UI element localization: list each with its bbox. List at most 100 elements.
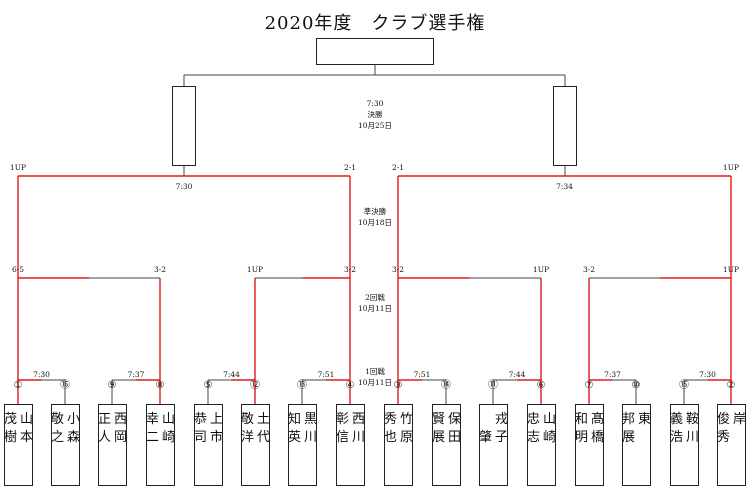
name-char: 川 bbox=[304, 430, 318, 445]
name-char: 鞍 bbox=[686, 412, 700, 427]
player-given: 秀也 bbox=[384, 411, 397, 485]
semi-date: 10月18日 bbox=[357, 218, 393, 227]
player-box: 土代敬洋 bbox=[241, 404, 270, 486]
player-given: 正人 bbox=[98, 411, 111, 485]
r2-score: 3-2 bbox=[343, 265, 357, 274]
player-box: 山本茂樹 bbox=[4, 404, 33, 486]
r1-match-time: 7:51 bbox=[413, 370, 431, 379]
final-time: 7:30 bbox=[366, 99, 384, 108]
player-box: 保田賢展 bbox=[432, 404, 461, 486]
name-char: 黒 bbox=[304, 412, 318, 427]
second-date: 10月11日 bbox=[357, 304, 393, 313]
sf-match-time: 7:30 bbox=[175, 182, 193, 191]
name-char: 上 bbox=[210, 412, 224, 427]
name-char: 竹 bbox=[400, 412, 414, 427]
r2-score: 1UP bbox=[246, 265, 264, 274]
name-char: 展 bbox=[621, 430, 635, 445]
name-char: 敬 bbox=[50, 412, 64, 427]
r1-match-time: 7:37 bbox=[127, 370, 145, 379]
seed-number: ① bbox=[13, 380, 23, 391]
name-char: 橋 bbox=[591, 430, 605, 445]
seed-number: ⑨ bbox=[107, 380, 117, 391]
seed-number: ⑬ bbox=[297, 380, 307, 391]
seed-number: ⑥ bbox=[536, 380, 546, 391]
seed-number: ⑧ bbox=[155, 380, 165, 391]
player-given: 敬洋 bbox=[241, 411, 254, 485]
r2-score: 3-2 bbox=[153, 265, 167, 274]
player-given: 知英 bbox=[288, 411, 301, 485]
player-surname: 黒川 bbox=[304, 411, 317, 485]
player-surname: 山崎 bbox=[543, 411, 556, 485]
name-char: 邦 bbox=[621, 412, 635, 427]
semi-info: 準決勝 10月18日 bbox=[358, 206, 392, 228]
name-char: 西 bbox=[352, 412, 366, 427]
final-round-name: 決勝 bbox=[367, 110, 383, 119]
player-surname: 鞍川 bbox=[686, 411, 699, 485]
name-char: 秀 bbox=[716, 430, 730, 445]
player-given: 邦展 bbox=[622, 411, 635, 485]
r1-match-time: 7:44 bbox=[508, 370, 526, 379]
player-box: 戎子肇 bbox=[479, 404, 508, 486]
seed-number: ⑯ bbox=[60, 380, 70, 391]
name-char: 本 bbox=[20, 430, 34, 445]
name-char: 之 bbox=[50, 430, 64, 445]
player-box: 上市恭司 bbox=[194, 404, 223, 486]
name-char: 茂 bbox=[3, 412, 17, 427]
seed-number: ⑮ bbox=[679, 380, 689, 391]
r2-score: 1UP bbox=[532, 265, 550, 274]
player-box: 小森敬之 bbox=[51, 404, 80, 486]
player-surname: 保田 bbox=[448, 411, 461, 485]
name-char: 市 bbox=[210, 430, 224, 445]
name-char: 原 bbox=[400, 430, 414, 445]
seed-number: ⑦ bbox=[584, 380, 594, 391]
name-char: 戎 bbox=[495, 412, 509, 427]
name-char: 賢 bbox=[431, 412, 445, 427]
player-surname: 東 bbox=[638, 411, 651, 485]
r2-score: 1UP bbox=[722, 265, 740, 274]
name-char: 展 bbox=[431, 430, 445, 445]
name-char: 恭 bbox=[193, 412, 207, 427]
name-char: 忠 bbox=[526, 412, 540, 427]
seed-number: ⑩ bbox=[631, 380, 641, 391]
player-box: 西岡正人 bbox=[98, 404, 127, 486]
seed-number: ⑭ bbox=[441, 380, 451, 391]
sf-score: 2-1 bbox=[343, 163, 357, 172]
name-char: 志 bbox=[526, 430, 540, 445]
player-given: 和明 bbox=[575, 411, 588, 485]
player-box: 黒川知英 bbox=[288, 404, 317, 486]
name-char: 浩 bbox=[669, 430, 683, 445]
champion-box bbox=[316, 38, 434, 65]
name-char: 岡 bbox=[114, 430, 128, 445]
sf-score: 1UP bbox=[722, 163, 740, 172]
finalist-right-box bbox=[553, 86, 577, 166]
name-char: 東 bbox=[638, 412, 652, 427]
sf-score: 1UP bbox=[9, 163, 27, 172]
player-given: 茂樹 bbox=[4, 411, 17, 485]
name-char: 義 bbox=[669, 412, 683, 427]
name-char: 山 bbox=[162, 412, 176, 427]
name-char: 也 bbox=[383, 430, 397, 445]
seed-number: ⑫ bbox=[250, 380, 260, 391]
name-char: 崎 bbox=[162, 430, 176, 445]
name-char: 土 bbox=[257, 412, 271, 427]
player-box: 西川彰信 bbox=[336, 404, 365, 486]
seed-number: ④ bbox=[345, 380, 355, 391]
second-round-name: 2回戦 bbox=[365, 293, 385, 302]
r1-match-time: 7:44 bbox=[223, 370, 240, 379]
name-char: 洋 bbox=[240, 430, 254, 445]
name-char: 英 bbox=[287, 430, 301, 445]
name-char: 樹 bbox=[3, 430, 17, 445]
r1-match-time: 7:51 bbox=[317, 370, 335, 379]
player-surname: 山本 bbox=[20, 411, 33, 485]
name-char: 和 bbox=[574, 412, 588, 427]
name-char: 肇 bbox=[478, 430, 492, 445]
name-char: 敬 bbox=[240, 412, 254, 427]
final-info: 7:30 決勝 10月25日 bbox=[358, 98, 392, 131]
player-given: 彰信 bbox=[336, 411, 349, 485]
name-char: 岸 bbox=[733, 412, 747, 427]
player-given: 敬之 bbox=[51, 411, 64, 485]
name-char: 秀 bbox=[383, 412, 397, 427]
seed-number: ⑪ bbox=[488, 380, 498, 391]
